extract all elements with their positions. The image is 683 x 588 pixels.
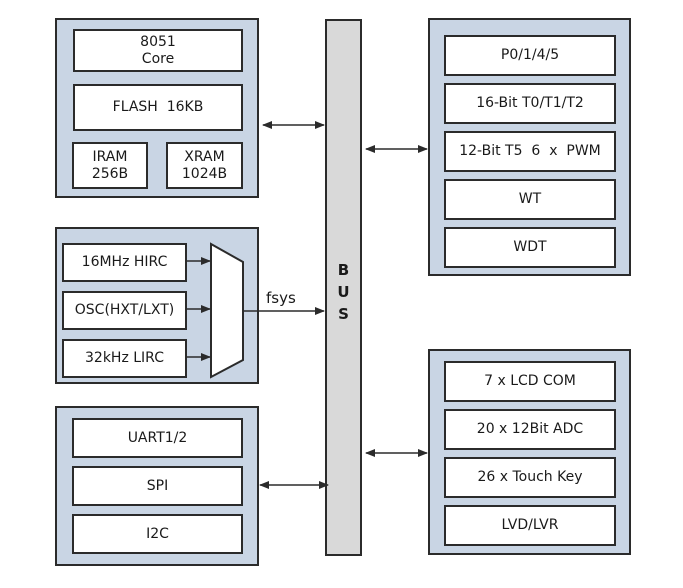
touch-key-block: 26 x Touch Key [444, 457, 616, 498]
wdt-block: WDT [444, 227, 616, 268]
lvd-lvr-block: LVD/LVR [444, 505, 616, 546]
xram-label-line1: XRAM [184, 148, 225, 165]
touch-key-label: 26 x Touch Key [477, 469, 583, 485]
core-block: 8051 Core [73, 29, 243, 72]
clock-source-lirc: 32kHz LIRC [62, 339, 187, 378]
clock-source-lirc-label: 32kHz LIRC [85, 350, 164, 366]
iram-label-line2: 256B [91, 165, 129, 182]
analog-group: 7 x LCD COM 20 x 12Bit ADC 26 x Touch Ke… [428, 349, 631, 555]
ports-label: P0/1/4/5 [500, 47, 560, 63]
adc-label: 20 x 12Bit ADC [476, 421, 584, 437]
flash-block: FLASH 16KB [73, 84, 243, 131]
timer-16bit-block: 16-Bit T0/T1/T2 [444, 83, 616, 124]
bus-letter-u: U [337, 283, 350, 301]
flash-label: FLASH 16KB [112, 99, 204, 115]
i2c-label: I2C [146, 525, 169, 542]
wt-label: WT [518, 191, 542, 207]
pwm-block: 12-Bit T5 6 x PWM [444, 131, 616, 172]
uart-block: UART1/2 [72, 418, 243, 458]
spi-block: SPI [72, 466, 243, 506]
i2c-block: I2C [72, 514, 243, 554]
bus-letter-b: B [337, 261, 350, 279]
xram-block: XRAM 1024B [166, 142, 243, 189]
core-label-line1: 8051 [140, 33, 176, 50]
system-bus: B U S [325, 19, 362, 556]
core-label-line2: Core [141, 50, 175, 67]
wt-block: WT [444, 179, 616, 220]
lcd-com-label: 7 x LCD COM [484, 373, 576, 389]
lvd-lvr-label: LVD/LVR [501, 517, 559, 533]
clock-source-hirc-label: 16MHz HIRC [81, 254, 168, 270]
iram-block: IRAM 256B [72, 142, 148, 189]
io-timer-group: P0/1/4/5 16-Bit T0/T1/T2 12-Bit T5 6 x P… [428, 18, 631, 276]
cpu-memory-group: 8051 Core FLASH 16KB IRAM 256B XRAM 1024… [55, 18, 259, 198]
xram-label-line2: 1024B [181, 165, 228, 182]
ports-block: P0/1/4/5 [444, 35, 616, 76]
iram-label-line1: IRAM [92, 148, 128, 165]
bus-label: B U S [327, 259, 360, 325]
clock-source-hirc: 16MHz HIRC [62, 243, 187, 282]
pwm-label: 12-Bit T5 6 x PWM [459, 143, 601, 159]
timer-16bit-label: 16-Bit T0/T1/T2 [476, 95, 584, 111]
uart-label: UART1/2 [127, 429, 188, 446]
clock-source-osc: OSC(HXT/LXT) [62, 291, 187, 330]
adc-block: 20 x 12Bit ADC [444, 409, 616, 450]
lcd-com-block: 7 x LCD COM [444, 361, 616, 402]
spi-label: SPI [146, 477, 169, 494]
wdt-label: WDT [513, 239, 547, 255]
fsys-label: fsys [266, 289, 296, 307]
bus-letter-s: S [338, 305, 349, 323]
clock-mux-shape [210, 242, 244, 379]
serial-group: UART1/2 SPI I2C [55, 406, 259, 566]
clock-source-osc-label: OSC(HXT/LXT) [74, 302, 175, 318]
